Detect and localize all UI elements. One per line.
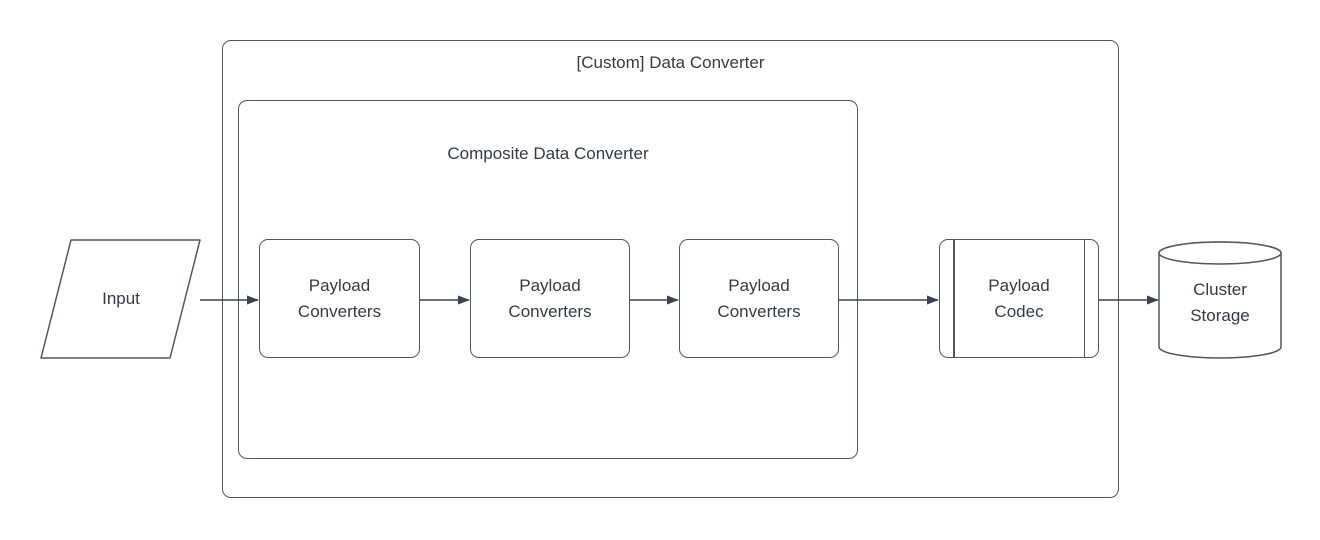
codec-inner-line-left: [953, 240, 955, 357]
codec-inner-line-right: [1083, 240, 1085, 357]
payload-codec-label: Payload Codec: [988, 275, 1050, 321]
custom-data-converter-container: [222, 40, 1119, 498]
cluster-storage-label: Cluster Storage: [1190, 280, 1250, 325]
composite-data-converter-container: [238, 100, 858, 459]
custom-data-converter-title: [Custom] Data Converter: [576, 53, 765, 72]
input-label: Input: [102, 288, 140, 308]
payload-converters-1-node: Payload Converters: [259, 239, 420, 358]
payload-codec-node: Payload Codec: [939, 239, 1099, 358]
composite-data-converter-title: Composite Data Converter: [447, 144, 649, 163]
payload-converters-2-node: Payload Converters: [470, 239, 630, 358]
payload-converters-3-node: Payload Converters: [679, 239, 839, 358]
